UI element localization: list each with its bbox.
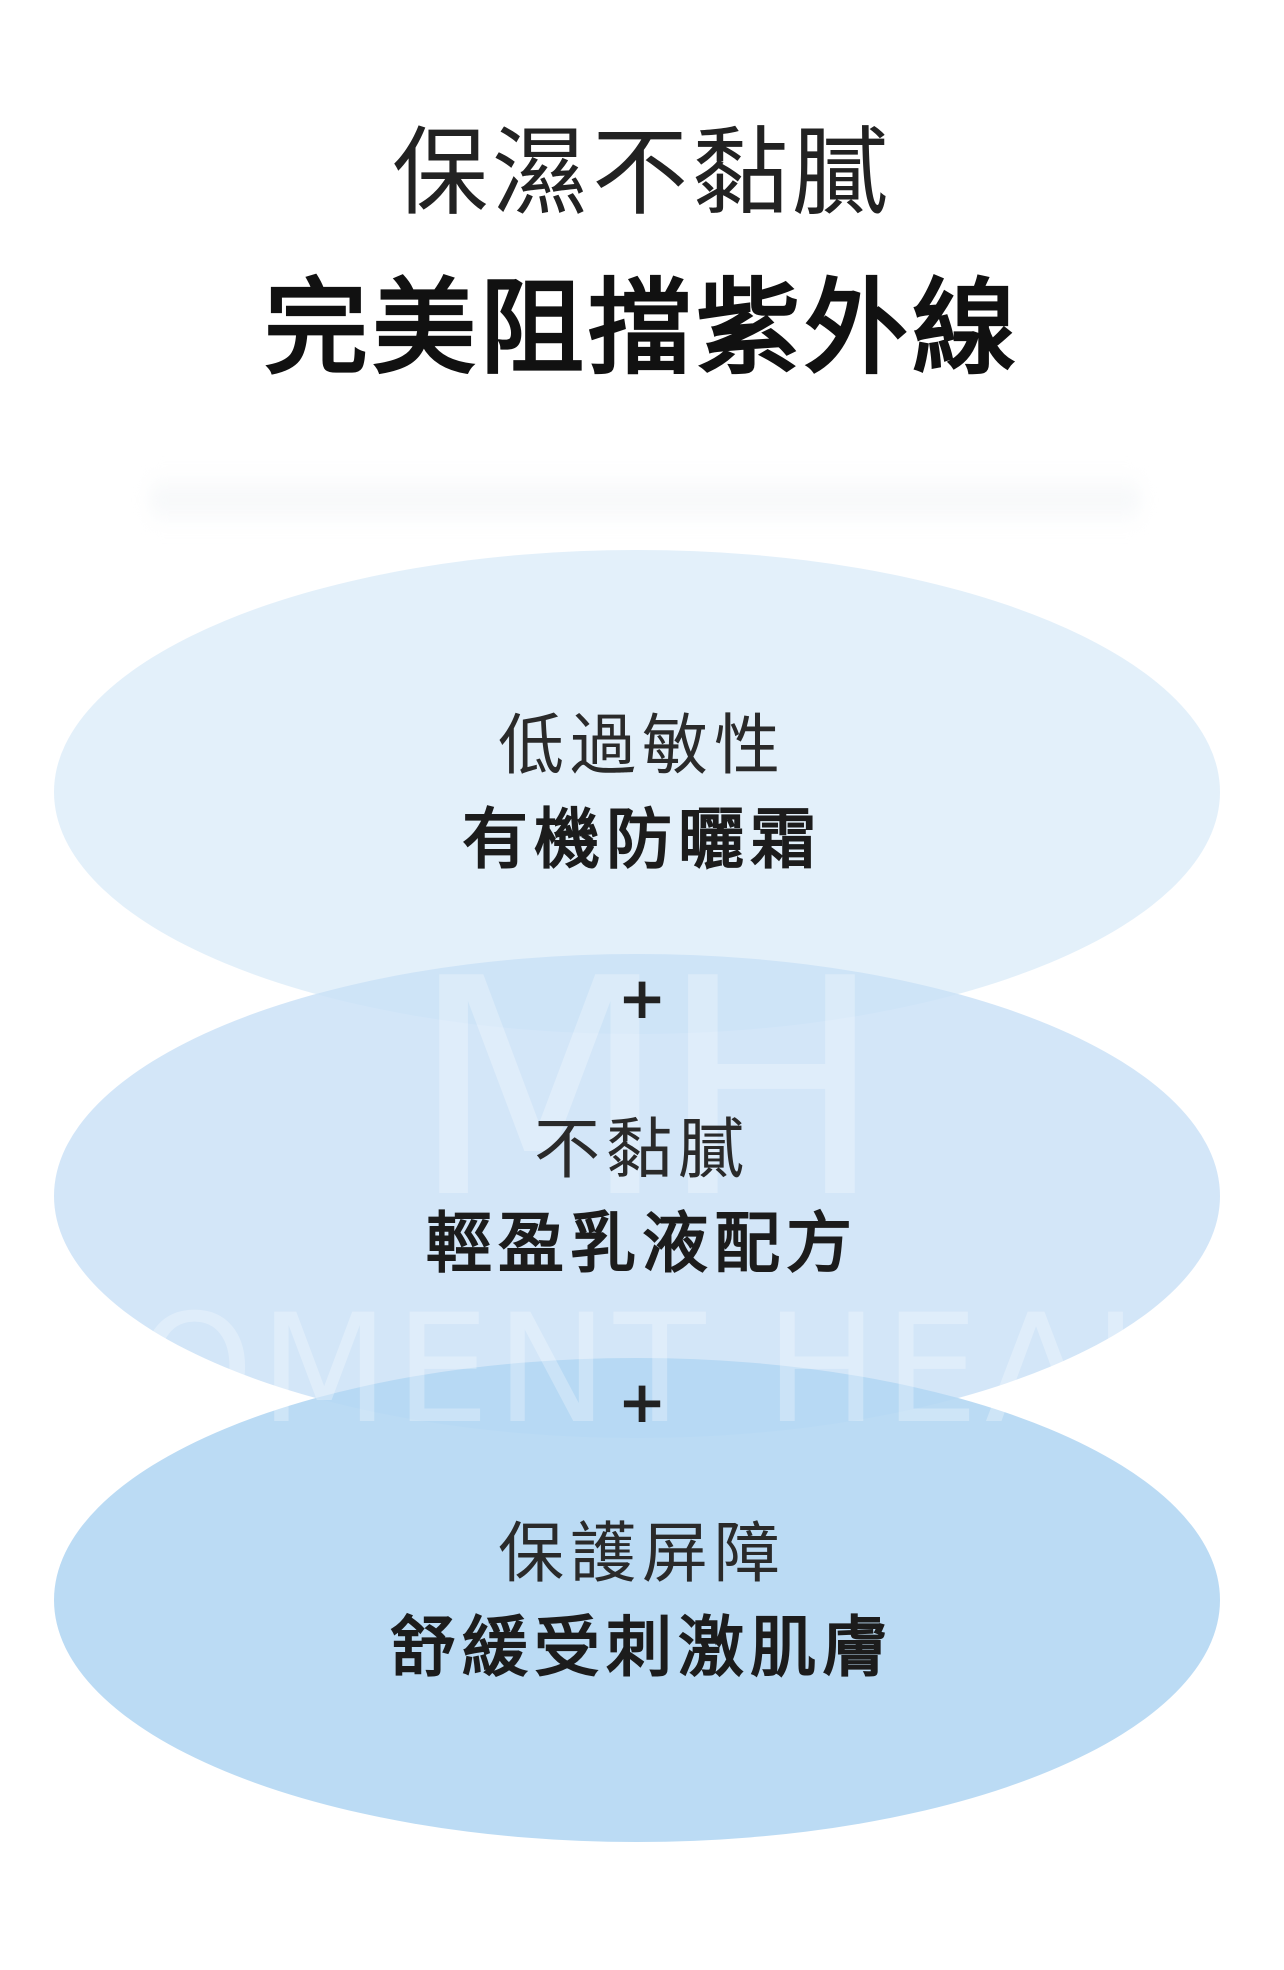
oval-2-subtitle: 不黏膩 (534, 1111, 750, 1188)
oval-3-title: 舒緩受刺激肌膚 (390, 1609, 894, 1686)
headline-line-2: 完美阻擋紫外線 (263, 267, 1020, 389)
oval-3 (54, 1358, 1220, 1842)
oval-1-title: 有機防曬霜 (462, 801, 822, 878)
oval-1-subtitle: 低過敏性 (498, 707, 786, 784)
oval-3-subtitle: 保護屏障 (498, 1515, 786, 1592)
oval-1 (54, 550, 1220, 1034)
oval-2 (54, 954, 1220, 1438)
plus-connector-1: + (617, 964, 667, 1032)
headline-line-1: 保濕不黏膩 (392, 117, 892, 229)
plus-connector-2: + (617, 1368, 667, 1436)
soft-backdrop (150, 470, 1140, 530)
oval-2-title: 輕盈乳液配方 (426, 1205, 858, 1282)
